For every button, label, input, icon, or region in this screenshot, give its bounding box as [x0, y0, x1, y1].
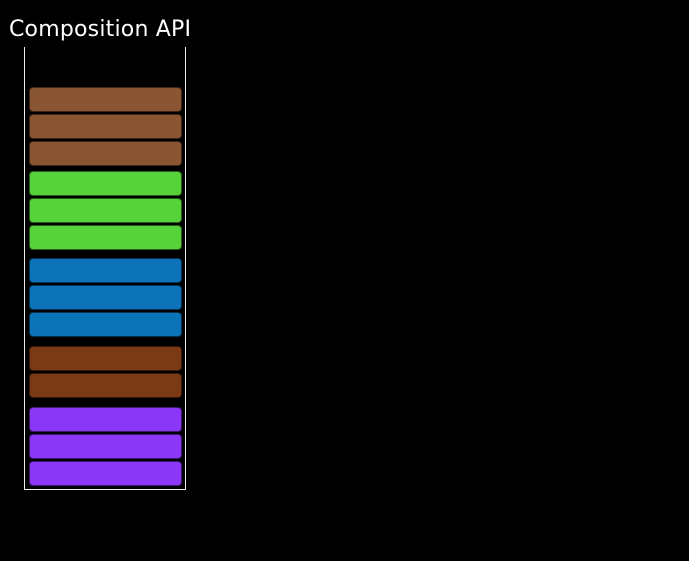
figure-title: Composition API — [9, 17, 192, 42]
code-block-rust-1 — [29, 346, 182, 371]
code-block-green-3 — [29, 225, 182, 250]
code-block-green-2 — [29, 198, 182, 223]
code-block-green-1 — [29, 171, 182, 196]
code-block-purple-2 — [29, 434, 182, 459]
composition-frame — [24, 47, 186, 490]
code-block-brown-1 — [29, 87, 182, 112]
code-block-blue-1 — [29, 258, 182, 283]
code-block-brown-2 — [29, 114, 182, 139]
code-block-blue-2 — [29, 285, 182, 310]
code-block-brown-3 — [29, 141, 182, 166]
code-block-purple-3 — [29, 461, 182, 486]
code-block-purple-1 — [29, 407, 182, 432]
code-block-rust-2 — [29, 373, 182, 398]
code-block-blue-3 — [29, 312, 182, 337]
